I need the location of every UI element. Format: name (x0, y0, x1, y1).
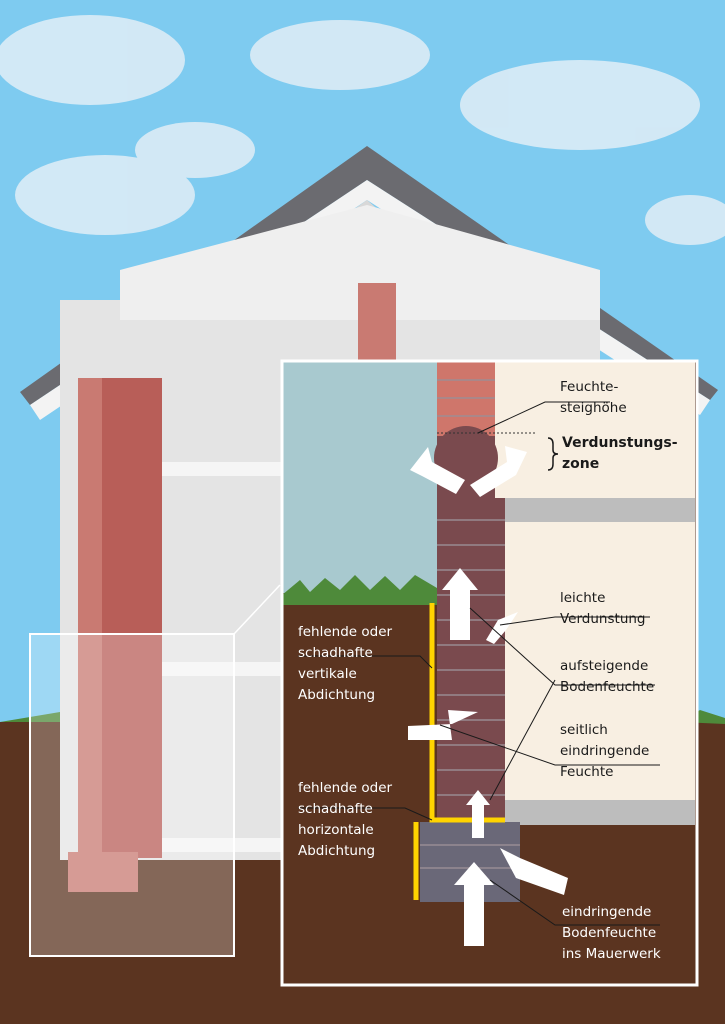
detail-inset (280, 359, 699, 987)
label-line: eindringende (562, 904, 652, 920)
label-line: horizontale (298, 822, 374, 838)
label-horizontal-seal: fehlende oder schadhafte horizontale Abd… (298, 778, 392, 862)
label-ground-moisture: eindringende Bodenfeuchte ins Mauerwerk (562, 902, 661, 965)
label-line: seitlich (560, 722, 608, 738)
clouds (0, 15, 725, 245)
label-line: fehlende oder (298, 780, 393, 796)
label-line: Feuchte (560, 764, 614, 780)
label-line: steighöhe (560, 400, 627, 416)
label-lateral-moisture: seitlich eindringende Feuchte (560, 720, 649, 783)
label-line: zone (562, 456, 600, 472)
label-evaporation-zone: Verdunstungs- zone (562, 433, 678, 475)
label-line: Abdichtung (298, 843, 376, 859)
label-line: Verdunstungs- (562, 435, 678, 451)
leader-lines (298, 401, 660, 926)
label-line: schadhafte (298, 645, 373, 661)
label-vertical-seal: fehlende oder schadhafte vertikale Abdic… (298, 622, 392, 706)
label-light-evaporation: leichte Verdunstung (560, 588, 646, 630)
label-line: fehlende oder (298, 624, 393, 640)
label-line: Bodenfeuchte (560, 679, 655, 695)
label-line: ins Mauerwerk (562, 946, 661, 962)
grass (282, 575, 437, 605)
label-line: vertikale (298, 666, 357, 682)
label-line: Verdunstung (560, 611, 646, 627)
house-chimney-wall (78, 378, 102, 858)
label-line: eindringende (560, 743, 650, 759)
label-line: Feuchte- (560, 379, 619, 395)
label-rising-moisture: aufsteigende Bodenfeuchte (560, 656, 654, 698)
label-line: Bodenfeuchte (562, 925, 657, 941)
label-line: schadhafte (298, 801, 373, 817)
moisture-arrows (408, 446, 568, 946)
detail-source-box (29, 633, 235, 957)
label-line: Abdichtung (298, 687, 376, 703)
label-line: leichte (560, 590, 606, 606)
label-line: aufsteigende (560, 658, 649, 674)
label-moisture-height: Feuchte- steighöhe (560, 377, 627, 419)
